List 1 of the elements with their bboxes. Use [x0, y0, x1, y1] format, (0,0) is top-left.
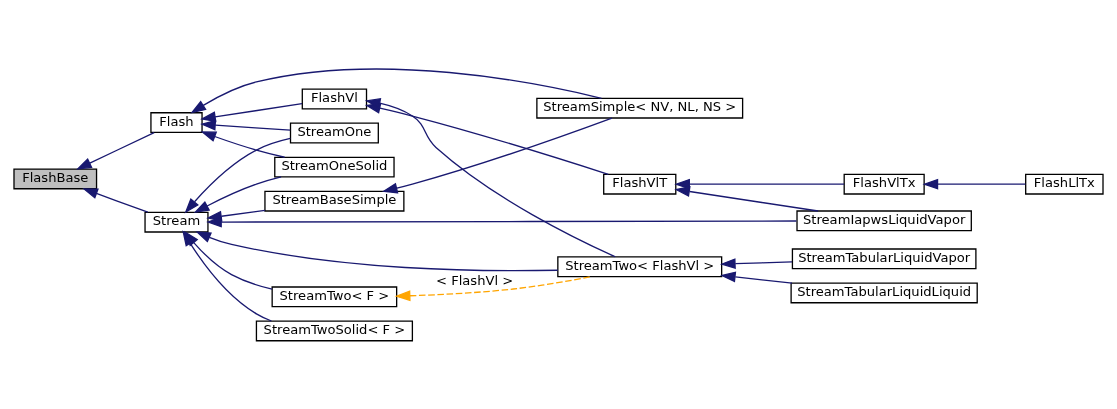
- edge-label: < FlashVl >: [436, 273, 514, 289]
